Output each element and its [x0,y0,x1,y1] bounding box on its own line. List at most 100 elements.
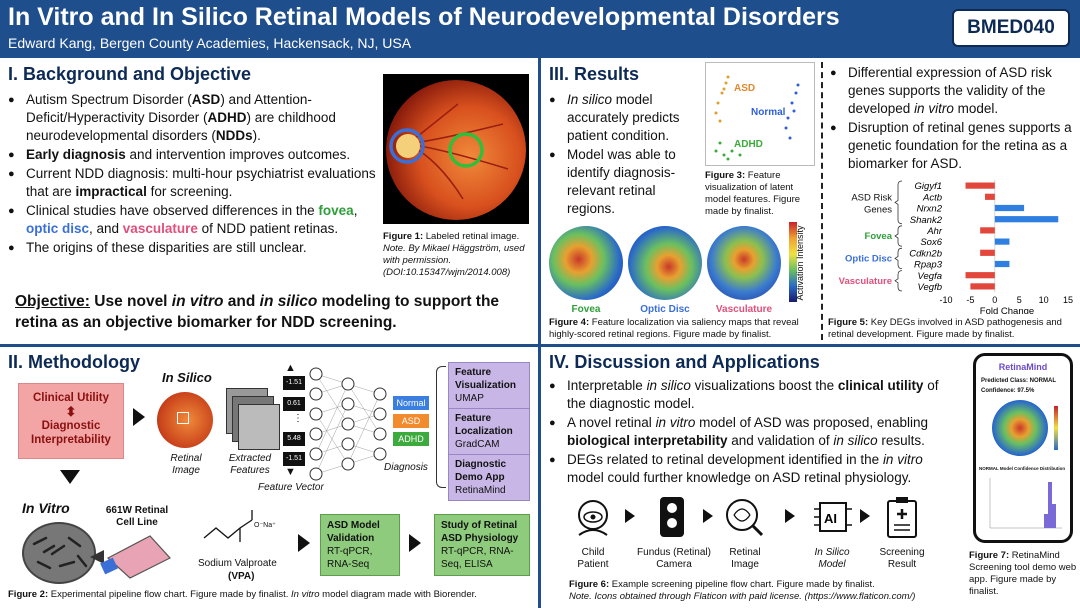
app-predicted-class: Predicted Class: NORMAL [981,378,1057,384]
x-tick-label: -5 [966,295,974,305]
figure3-caption: Figure 3: Feature visualization of laten… [705,170,801,217]
output-normal: Normal [393,396,429,410]
bar-gigyf1 [965,182,995,189]
bracket [436,366,446,488]
diagnosis-label: Diagnosis [384,462,428,473]
section-heading-background: I. Background and Objective [8,64,252,84]
bar-nrxn2 [994,204,1025,212]
saliency-label-optic-disc: Optic Disc [640,304,690,315]
umap-label-adhd: ADHD [734,139,763,150]
ellipsis-icon: ⋮ [293,413,303,424]
clinical-interpretability-box: Clinical Utility ⬍ Diagnostic Interpreta… [18,383,124,459]
arrow-right-icon [625,509,635,523]
umap-label-asd: ASD [734,83,756,94]
saliency-label-vasculature: Vasculature [715,304,773,315]
arrow-left-icon [90,550,104,564]
figure5-caption: Figure 5: Key DEGs involved in ASD patho… [828,317,1062,340]
background-bullets: Autism Spectrum Disorder (ASD) and Atten… [8,91,376,258]
bullet: Early diagnosis and intervention improve… [8,146,376,164]
saliency-map-fovea [549,226,623,300]
caret-down-icon: ▼ [285,466,296,478]
in-vitro-label: In Vitro [22,500,70,516]
app-saliency-map [992,400,1048,456]
feature-value: 5.48 [283,432,305,446]
discussion-bullets: Interpretable in silico visualizations b… [549,377,959,488]
group-label: Optic Disc [845,253,892,264]
saliency-map-optic-disc [628,226,702,300]
bullet: The origins of these disparities are sti… [8,239,376,257]
bar-actb [985,193,995,200]
saliency-label-fovea: Fovea [571,304,601,315]
gene-label: Shank2 [910,215,943,226]
pipeline-label-model: In Silico Model [814,547,850,570]
feature-value: -1.51 [283,376,305,390]
bar-sox6 [994,238,1010,245]
cell-flask-icon [100,535,171,579]
feature-vector-label: Feature Vector [258,482,324,493]
x-tick-label: 5 [1017,295,1022,305]
arrow-right-icon [133,408,145,426]
group-label: ASD Risk [851,192,892,203]
bullet: Disruption of retinal genes supports a g… [830,119,1076,173]
arrow-right-icon [703,509,713,523]
in-silico-label: In Silico [162,370,212,385]
bar-rpap3 [994,260,1010,268]
dashed-divider [821,62,823,340]
x-tick-label: -10 [939,295,952,305]
retinal-image-thumb [157,392,213,448]
double-arrow-icon: ⬍ [65,404,77,419]
app-confidence: Confidence: 97.5% [981,388,1035,394]
feature-value: 0.61 [283,397,305,411]
feature-value: -1.51 [283,452,305,466]
arrow-right-icon [860,509,870,523]
gene-label: Cdkn2b [909,248,942,259]
vpa-label: Sodium Valproate [198,558,277,569]
gene-label: Ahr [926,226,943,237]
figure6-caption: Figure 6: Example screening pipeline flo… [569,579,916,602]
figure2-caption: Figure 2: Experimental pipeline flow cha… [8,589,477,600]
deg-bar-chart: Gigyf1ActbNrxn2Shank2AhrSox6Cdkn2bRpap3V… [839,180,1073,314]
retinamind-phone-mockup: RetinaMind Predicted Class: NORMAL Confi… [973,353,1073,543]
group-brace [894,180,903,225]
gene-label: Vegfb [918,282,942,293]
bar-vegfa [965,272,995,279]
vertical-divider [538,58,541,608]
poster-header [0,0,1080,58]
bar-shank2 [994,216,1059,223]
bullet: Differential expression of ASD risk gene… [830,64,1076,118]
bullet: Interpretable in silico visualizations b… [549,377,959,413]
app-colorbar [1054,406,1058,450]
results-right-bullets: Differential expression of ASD risk gene… [830,64,1076,174]
figure1-caption: Figure 1: Labeled retinal image. Note. B… [383,231,525,278]
group-label: Genes [864,204,892,215]
extracted-features-label: Extracted Features [228,453,272,476]
arrow-right-icon [785,509,795,523]
sodium-label: O⁻Na⁺ [254,522,276,529]
output-adhd: ADHD [393,432,429,446]
group-brace [894,225,903,247]
pipeline-label-image: Retinal Image [729,547,761,570]
vpa-abbr: (VPA) [228,571,255,582]
bullet: DEGs related to retinal development iden… [549,451,959,487]
x-tick-label: 15 [1063,295,1073,305]
caret-up-icon: ▲ [285,362,296,374]
svg-text:AI: AI [824,511,837,526]
arrow-down-icon [60,470,80,484]
umap-plot: ASD Normal ADHD [705,62,815,166]
figure4-caption: Figure 4: Feature localization via salie… [549,317,799,340]
group-label: Fovea [865,231,893,242]
bullet: Model was able to identify diagnosis-rel… [549,146,701,218]
x-axis-label: Fold Change [980,306,1034,314]
gene-label: Vegfa [918,271,942,282]
output-asd: ASD [393,414,429,428]
poster-authors: Edward Kang, Bergen County Academies, Ha… [8,35,412,51]
section-heading-results: III. Results [549,64,640,84]
feature-map-layer [238,404,280,450]
x-tick-label: 10 [1039,295,1049,305]
pipeline-label-result: Screening Result [879,547,925,570]
umap-label-normal: Normal [751,107,786,118]
